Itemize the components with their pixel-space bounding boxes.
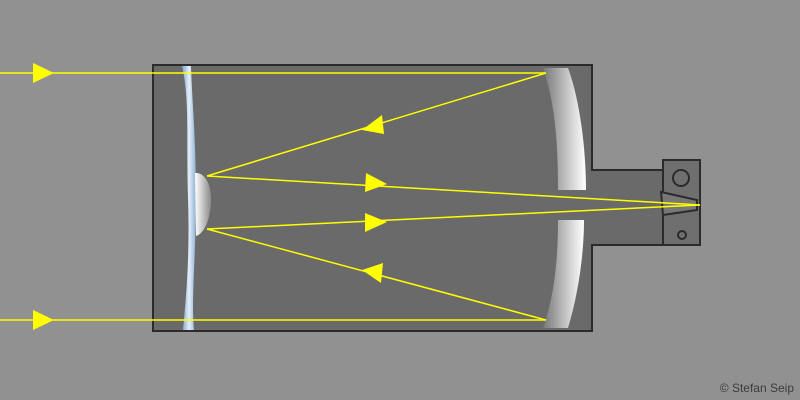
triangle-arrow-icon: [33, 63, 54, 83]
focus-ray-top: [206, 175, 701, 206]
triangle-arrow-icon: [365, 213, 387, 232]
corrector-plate: [182, 66, 196, 330]
focuser-screw-icon: [677, 230, 687, 240]
focuser-knob-icon: [672, 169, 690, 187]
triangle-arrow-icon: [362, 115, 384, 134]
light-rays: [0, 72, 701, 321]
triangle-arrow-icon: [33, 310, 54, 330]
triangle-arrow-icon: [362, 263, 383, 283]
focus-ray-bottom: [206, 204, 701, 230]
primary-mirror-upper: [543, 68, 586, 190]
ray-arrows: [33, 63, 387, 330]
primary-mirror-lower: [543, 220, 584, 328]
copyright-credit: © Stefan Seip: [719, 381, 794, 395]
secondary-mirror: [195, 172, 212, 236]
triangle-arrow-icon: [365, 173, 387, 192]
